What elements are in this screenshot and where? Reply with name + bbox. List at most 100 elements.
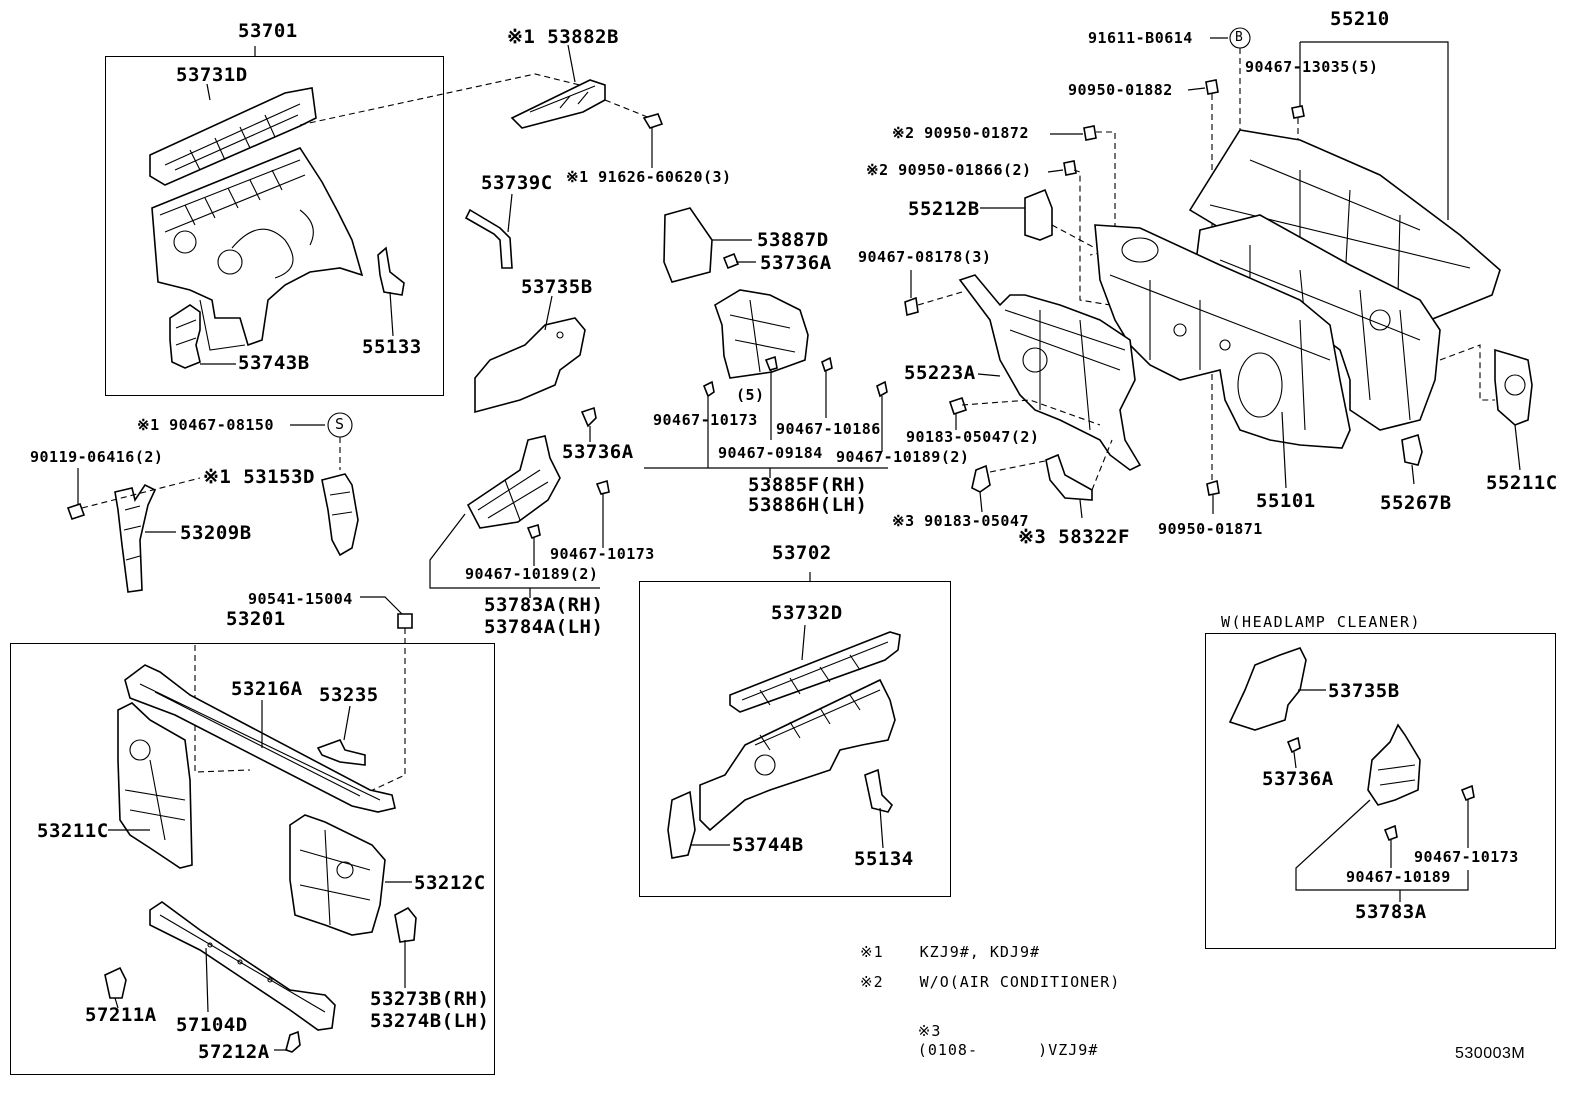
label-55211C: 55211C <box>1486 472 1558 494</box>
label-hl-90467-10189: 90467-10189 <box>1346 868 1451 886</box>
part-53212C-drawing <box>289 814 386 936</box>
part-55212B-drawing <box>1024 188 1053 241</box>
label-55223A: 55223A <box>904 362 976 384</box>
label-90950-01866: ※2 90950-01866(2) <box>866 161 1032 179</box>
label-55133: 55133 <box>362 336 422 358</box>
label-53885F: 53885F(RH) <box>748 474 868 496</box>
label-53736A-top: 53736A <box>760 252 832 274</box>
label-90950-01871: 90950-01871 <box>1158 520 1263 538</box>
group-box-headlamp-cleaner <box>1205 633 1556 949</box>
label-90467-10189-2b: 90467-10189(2) <box>465 565 599 583</box>
label-53702: 53702 <box>772 542 832 564</box>
label-90467-13035: 90467-13035(5) <box>1245 58 1379 76</box>
part-53235-drawing <box>316 739 366 766</box>
label-55210: 55210 <box>1330 8 1390 30</box>
label-hl-53736A: 53736A <box>1262 768 1334 790</box>
part-58322F-drawing <box>1045 453 1093 501</box>
diagram-code: 530003M <box>1455 1045 1526 1062</box>
label-90950-01872: ※2 90950-01872 <box>892 124 1029 142</box>
label-53882B: ※1 53882B <box>507 26 619 48</box>
part-53153D-drawing <box>321 473 359 557</box>
label-90467-08150: ※1 90467-08150 <box>137 416 274 434</box>
note-mark-2: ※2 <box>860 973 884 991</box>
part-53701-panel-drawing <box>151 147 364 351</box>
part-55101-drawing <box>1094 224 1351 449</box>
label-53784A-lh: 53784A(LH) <box>484 616 604 638</box>
marker-S: S <box>335 415 345 433</box>
part-hl-53783A-drawing <box>1367 723 1421 806</box>
label-90183-05047-2: 90183-05047(2) <box>906 428 1040 446</box>
part-55223A-drawing <box>958 274 1142 471</box>
label-53211C: 53211C <box>37 820 109 842</box>
label-57104D: 57104D <box>176 1014 248 1036</box>
label-55101: 55101 <box>1256 490 1316 512</box>
part-53209B-drawing <box>114 483 157 593</box>
label-53732D: 53732D <box>771 602 843 624</box>
marker-B: B <box>1235 30 1244 45</box>
note-text-2: W/O(AIR CONDITIONER) <box>919 973 1121 991</box>
label-53735B: 53735B <box>521 276 593 298</box>
label-90467-08178: 90467-08178(3) <box>858 248 992 266</box>
label-55267B: 55267B <box>1380 492 1452 514</box>
notes-legend: ※1 KZJ9#, KDJ9# ※2 W/O(AIR CONDITIONER) … <box>860 942 1121 1058</box>
label-90467-10189-2a: 90467-10189(2) <box>836 448 970 466</box>
group-box-53701 <box>105 56 444 396</box>
label-57212A: 57212A <box>198 1041 270 1063</box>
part-53211C-drawing <box>117 702 193 869</box>
part-53882B-drawing <box>510 79 606 129</box>
group-box-53702 <box>639 581 951 897</box>
part-55211C-drawing <box>1494 348 1533 426</box>
label-53744B: 53744B <box>732 834 804 856</box>
part-53743B-drawing <box>169 304 201 369</box>
label-qty-5: (5) <box>736 386 765 404</box>
label-90119-06416: 90119-06416(2) <box>30 448 164 466</box>
label-53153D: ※1 53153D <box>203 466 315 488</box>
note-mark-3: ※3 <box>917 1022 942 1040</box>
label-53201: 53201 <box>226 608 286 630</box>
label-90950-01882: 90950-01882 <box>1068 81 1173 99</box>
part-53702-panel-drawing <box>699 678 896 832</box>
label-53886H: 53886H(LH) <box>748 494 868 516</box>
label-53212C: 53212C <box>414 872 486 894</box>
note-mark-1: ※1 <box>860 943 884 961</box>
label-53887D: 53887D <box>757 229 829 251</box>
label-53743B: 53743B <box>238 352 310 374</box>
label-91611-B0614: 91611-B0614 <box>1088 29 1193 47</box>
label-90467-10173-a: 90467-10173 <box>653 411 758 429</box>
label-hl-53783A: 53783A <box>1355 901 1427 923</box>
part-53732D-drawing <box>729 631 901 713</box>
note-text-1: KZJ9#, KDJ9# <box>919 943 1041 961</box>
part-53731D-drawing <box>149 87 317 186</box>
label-53736A-mid: 53736A <box>562 441 634 463</box>
label-91626-60620: ※1 91626-60620(3) <box>566 168 732 186</box>
label-90541-15004: 90541-15004 <box>248 590 353 608</box>
label-53274B: 53274B(LH) <box>370 1010 490 1032</box>
label-53701: 53701 <box>238 20 298 42</box>
part-53216A-drawing <box>124 664 396 813</box>
label-53209B: 53209B <box>180 522 252 544</box>
label-55134: 55134 <box>854 848 914 870</box>
label-53216A: 53216A <box>231 678 303 700</box>
note-text-3: (0108- )VZJ9# <box>917 1041 1099 1059</box>
label-53273B: 53273B(RH) <box>370 988 490 1010</box>
part-53783A-drawing <box>466 435 561 529</box>
label-53783A-rh: 53783A(RH) <box>484 594 604 616</box>
label-55212B: 55212B <box>908 198 980 220</box>
label-90467-09184: 90467-09184 <box>718 444 823 462</box>
part-hl-53735B-drawing <box>1228 647 1307 731</box>
label-hl-90467-10173: 90467-10173 <box>1414 848 1519 866</box>
label-57211A: 57211A <box>85 1004 157 1026</box>
headlamp-cleaner-title: W(HEADLAMP CLEANER) <box>1221 613 1422 631</box>
label-90467-10173-b: 90467-10173 <box>550 545 655 563</box>
label-90467-10186: 90467-10186 <box>776 420 881 438</box>
part-57104D-drawing <box>149 901 336 1031</box>
label-90183-05047: ※3 90183-05047 <box>892 512 1029 530</box>
label-58322F: ※3 58322F <box>1018 526 1130 548</box>
label-hl-53735B: 53735B <box>1328 680 1400 702</box>
part-55133-drawing <box>377 246 405 296</box>
label-53731D: 53731D <box>176 64 248 86</box>
label-53235: 53235 <box>319 684 379 706</box>
group-box-53201 <box>10 643 495 1075</box>
